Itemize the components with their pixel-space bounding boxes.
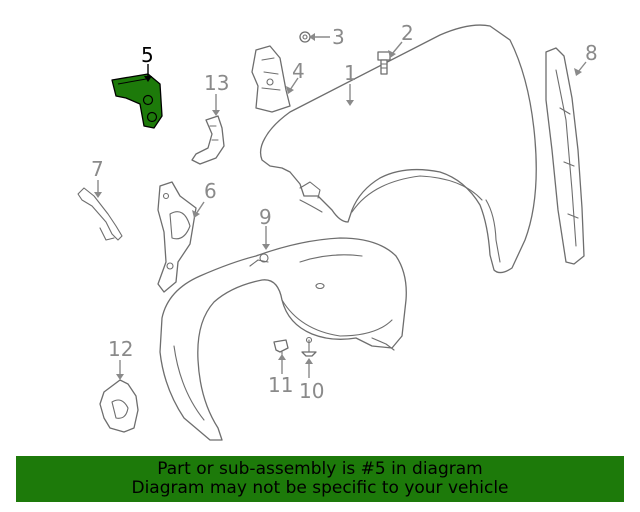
- callout-arrows: [94, 33, 587, 380]
- callout-13: 13: [204, 71, 229, 95]
- callout-7: 7: [91, 157, 104, 181]
- callout-3: 3: [332, 25, 345, 49]
- part-5-bracket[interactable]: [111, 73, 163, 129]
- callout-12: 12: [108, 337, 133, 361]
- part-6-bracket[interactable]: [157, 181, 197, 293]
- callout-10: 10: [299, 379, 324, 403]
- part-8-seal[interactable]: [545, 47, 585, 265]
- banner-line-2: Diagram may not be specific to your vehi…: [131, 478, 509, 498]
- callout-5: 5: [141, 43, 154, 67]
- part-9-liner[interactable]: [159, 237, 407, 441]
- callout-2: 2: [401, 21, 414, 45]
- callout-4: 4: [292, 59, 305, 83]
- part-4-bracket[interactable]: [251, 45, 291, 113]
- part-13-bracket[interactable]: [191, 115, 225, 165]
- parts-diagram: 1 2 3 4 5 6 7 8 9 10 11 12 13: [77, 21, 598, 441]
- callout-8: 8: [585, 41, 598, 65]
- banner-line-1: Part or sub-assembly is #5 in diagram: [157, 459, 483, 479]
- part-10-clip[interactable]: [301, 336, 317, 357]
- part-7-rod[interactable]: [77, 187, 123, 241]
- callout-9: 9: [259, 205, 272, 229]
- part-1-fender[interactable]: [259, 24, 537, 274]
- info-banner: Part or sub-assembly is #5 in diagram Di…: [16, 456, 624, 502]
- callout-6: 6: [204, 179, 217, 203]
- part-12-plate[interactable]: [99, 379, 139, 433]
- part-11-screw[interactable]: [273, 339, 289, 357]
- callout-1: 1: [344, 61, 357, 85]
- part-3-clip[interactable]: [299, 31, 311, 43]
- callout-11: 11: [268, 373, 293, 397]
